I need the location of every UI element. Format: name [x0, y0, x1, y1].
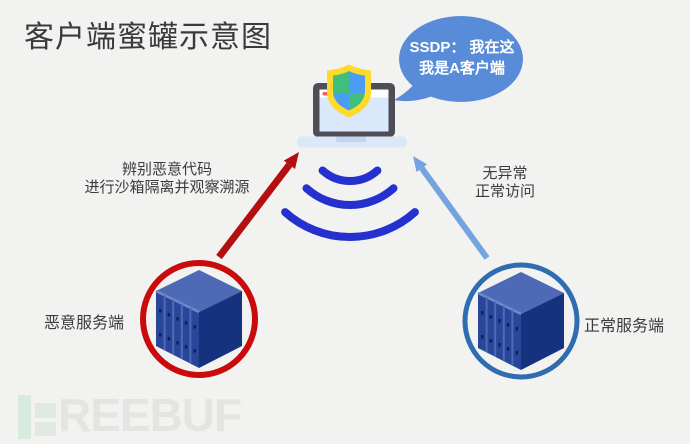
malicious-arrow: [216, 152, 299, 260]
normal-server-icon: [476, 270, 566, 372]
logo-f-block-top-icon: [35, 403, 56, 418]
speech-bubble-text: SSDP： 我在这 我是A客户端: [398, 37, 526, 79]
malicious-server-icon: [154, 268, 244, 370]
normal-arrow: [413, 156, 490, 260]
malicious-flow-line-2: 进行沙箱隔离并观察溯源: [84, 179, 250, 196]
malicious-server-label: 恶意服务端: [44, 315, 125, 332]
normal-ring: [462, 262, 580, 380]
malicious-flow-line-1: 辨别恶意代码: [121, 161, 212, 178]
logo-f-block-bottom-icon: [35, 422, 56, 436]
malicious-flow-annotation: 辨别恶意代码 进行沙箱隔离并观察溯源: [62, 161, 272, 197]
logo-bar-icon: [18, 395, 31, 439]
bubble-line-2: 我是A客户端: [419, 60, 505, 77]
speech-bubble-body: [399, 16, 523, 102]
malicious-arrowhead: [283, 152, 299, 169]
normal-flow-line-1: 无异常: [482, 165, 528, 182]
bubble-line-1: SSDP： 我在这: [409, 39, 515, 56]
logo-letters: REEBUF: [58, 389, 242, 441]
normal-server-label: 正常服务端: [584, 318, 665, 335]
normal-flow-annotation: 无异常 正常访问: [455, 165, 555, 201]
shield-checker-icon: [327, 64, 371, 118]
normal-arrowhead: [413, 156, 428, 172]
page-title: 客户端蜜罐示意图: [24, 21, 272, 54]
speech-bubble: [394, 16, 523, 102]
malicious-ring: [140, 260, 258, 378]
laptop-base-notch: [336, 136, 366, 142]
normal-flow-line-2: 正常访问: [474, 183, 535, 200]
wifi-signal-icon: [281, 166, 419, 242]
freebuf-watermark-logo: REEBUF: [18, 389, 242, 441]
